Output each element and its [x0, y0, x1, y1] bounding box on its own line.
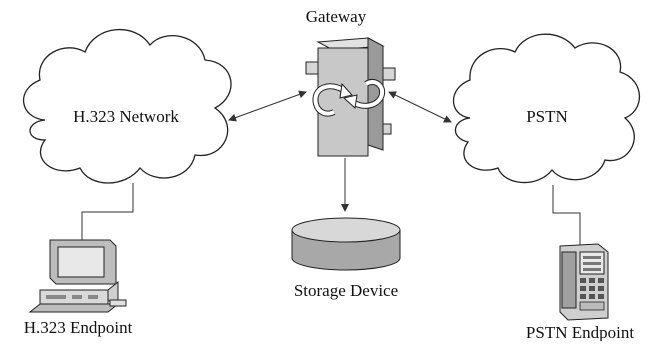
pstn-cloud: PSTN	[453, 33, 641, 184]
gateway-icon	[305, 37, 396, 157]
h323-network-cloud: H.323 Network	[22, 29, 232, 184]
pstn-endpoint-label: PSTN Endpoint	[526, 323, 634, 341]
link-gateway-pstn	[388, 91, 452, 123]
gateway-label: Gateway	[306, 7, 367, 26]
telephone-icon	[559, 243, 609, 321]
h323-endpoint-label: H.323 Endpoint	[24, 318, 133, 337]
link-h323-gateway	[228, 90, 307, 122]
link-h323-endpoint	[81, 183, 134, 242]
storage-device-label: Storage Device	[294, 281, 398, 300]
pstn-label: PSTN	[526, 107, 568, 126]
h323-network-label: H.323 Network	[73, 107, 179, 126]
link-pstn-endpoint	[552, 185, 581, 245]
storage-device-icon: Storage Device	[291, 217, 401, 300]
computer-icon	[28, 239, 127, 313]
